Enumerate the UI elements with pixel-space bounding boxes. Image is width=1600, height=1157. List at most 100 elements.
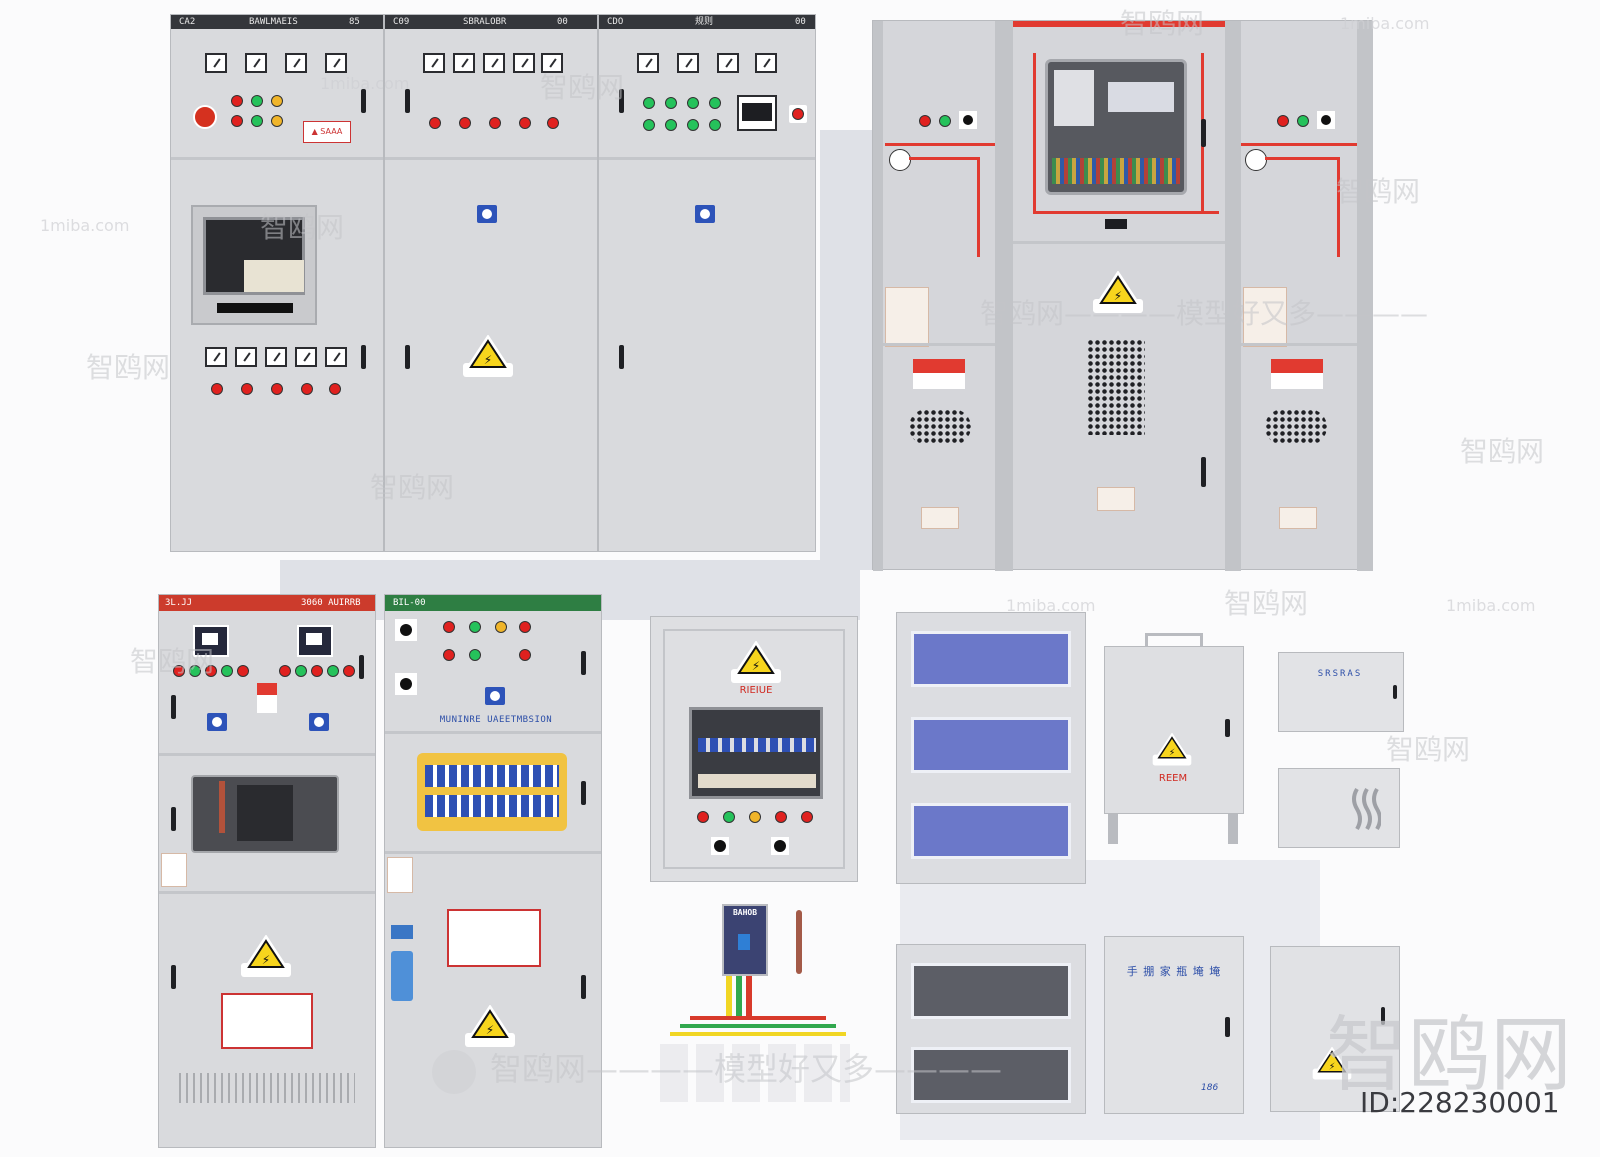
info-label (1279, 507, 1317, 529)
nameplate (257, 683, 277, 713)
lock-icon[interactable] (309, 713, 329, 731)
leg (1228, 814, 1238, 844)
door-handle[interactable] (1201, 457, 1206, 487)
indicator-lamp (189, 665, 201, 677)
indicator-lamp (271, 383, 283, 395)
cabinet-header: CDO 规则 00 (599, 15, 815, 29)
door-handle[interactable] (405, 89, 410, 113)
door-handle[interactable] (619, 89, 624, 113)
watermark: 智鸥网 (1386, 733, 1471, 766)
door-handle[interactable] (405, 345, 410, 369)
breaker-row (911, 963, 1071, 1019)
indicator-lamp (279, 665, 291, 677)
indicator-lamp (643, 97, 655, 109)
door-handle[interactable] (361, 89, 366, 113)
watermark-site: 1miba.com (40, 216, 130, 235)
watermark-large: 智鸥网 (1326, 1008, 1573, 1103)
lock-icon[interactable] (695, 205, 715, 223)
door-handle[interactable] (361, 345, 366, 369)
distribution-cabinet: 手 掤 家 瓶 埯 埯 186 (1104, 936, 1244, 1114)
indicator-lamp (311, 665, 323, 677)
indicator-lamp (237, 665, 249, 677)
box-label: SRSRAS (1317, 669, 1363, 679)
meter-icon (453, 53, 475, 73)
isolator-knob (738, 934, 750, 950)
indicator-lamp (271, 95, 283, 107)
watermark: 智鸥网 (1460, 435, 1545, 468)
watermark: 智鸥网————模型好又多———— (490, 1050, 1003, 1088)
lock-icon[interactable] (207, 713, 227, 731)
cabinet-code: C09 (393, 17, 410, 27)
panel-divider (883, 343, 995, 346)
control-button[interactable] (771, 837, 789, 855)
breaker-module (1054, 70, 1094, 126)
door-handle[interactable] (1381, 1007, 1385, 1025)
door-handle[interactable] (1393, 685, 1397, 699)
door-handle[interactable] (581, 975, 586, 999)
control-button[interactable] (395, 619, 417, 641)
breaker-row (911, 803, 1071, 859)
warning-sign-icon: ⚡ (1312, 1047, 1352, 1080)
breaker-row (911, 717, 1071, 773)
indicator-lamp (271, 115, 283, 127)
cabinet-header: BIL-00 (385, 595, 601, 611)
meter-icon (325, 347, 347, 367)
meter-icon (285, 53, 307, 73)
control-button[interactable] (959, 111, 977, 129)
lifting-handle[interactable] (1145, 633, 1203, 647)
watermark-site: 1miba.com (320, 74, 410, 93)
breaker-window (417, 753, 567, 831)
cabinet-name: BAWLMAEIS (249, 17, 298, 27)
emergency-stop-button[interactable] (193, 105, 217, 129)
display-slot (1105, 219, 1127, 229)
nameplate (1271, 359, 1323, 389)
cabinet-code: BIL-00 (393, 598, 426, 608)
side-frame (1357, 21, 1373, 571)
door-handle[interactable] (619, 345, 624, 369)
watermark: 智鸥网 (86, 351, 171, 384)
isolator-switch[interactable]: BAHOB (722, 904, 768, 976)
door-handle[interactable] (171, 807, 176, 831)
door-handle[interactable] (1201, 119, 1206, 147)
breaker-row (425, 765, 559, 787)
nameplate-stripe (257, 683, 277, 695)
indicator-lamp (547, 117, 559, 129)
door-handle[interactable] (581, 651, 586, 675)
warning-placard (221, 993, 313, 1049)
mimic-line (885, 143, 995, 146)
watermark: 智鸥网 (370, 471, 455, 504)
breaker-row (698, 774, 816, 788)
stop-button[interactable] (789, 105, 807, 123)
operating-handle[interactable] (796, 910, 802, 974)
door-handle[interactable] (581, 781, 586, 805)
indicator-lamp (221, 665, 233, 677)
indicator-lamp (251, 115, 263, 127)
control-button[interactable] (711, 837, 729, 855)
door-handle[interactable] (171, 695, 176, 719)
indicator-lamp (469, 649, 481, 661)
watermark: 智鸥网 (1336, 175, 1421, 208)
display-screen (203, 217, 305, 295)
info-label (1097, 487, 1135, 511)
control-button[interactable] (395, 673, 417, 695)
door-handle[interactable] (171, 965, 176, 989)
breaker-row (425, 795, 559, 817)
door-handle[interactable] (1225, 719, 1230, 737)
wire (680, 1024, 836, 1028)
cabinet-code: CA2 (179, 17, 196, 27)
panel-divider (1013, 241, 1225, 244)
door-handle[interactable] (359, 655, 364, 679)
panel-divider (1241, 343, 1357, 346)
breaker-panel (896, 944, 1086, 1114)
control-button[interactable] (1317, 111, 1335, 129)
indicator-lamp (697, 811, 709, 823)
meter-icon (637, 53, 659, 73)
nameplate-stripe (1271, 359, 1323, 373)
junction-box (1278, 768, 1400, 848)
transformer-box: ⚡ REEM (1104, 633, 1244, 814)
lock-icon[interactable] (485, 687, 505, 705)
lock-icon[interactable] (477, 205, 497, 223)
door-handle[interactable] (1225, 1017, 1230, 1037)
cabinet-ca2: CA2 BAWLMAEIS 85 ▲ SAAA (170, 14, 384, 552)
button-knob (714, 840, 726, 852)
